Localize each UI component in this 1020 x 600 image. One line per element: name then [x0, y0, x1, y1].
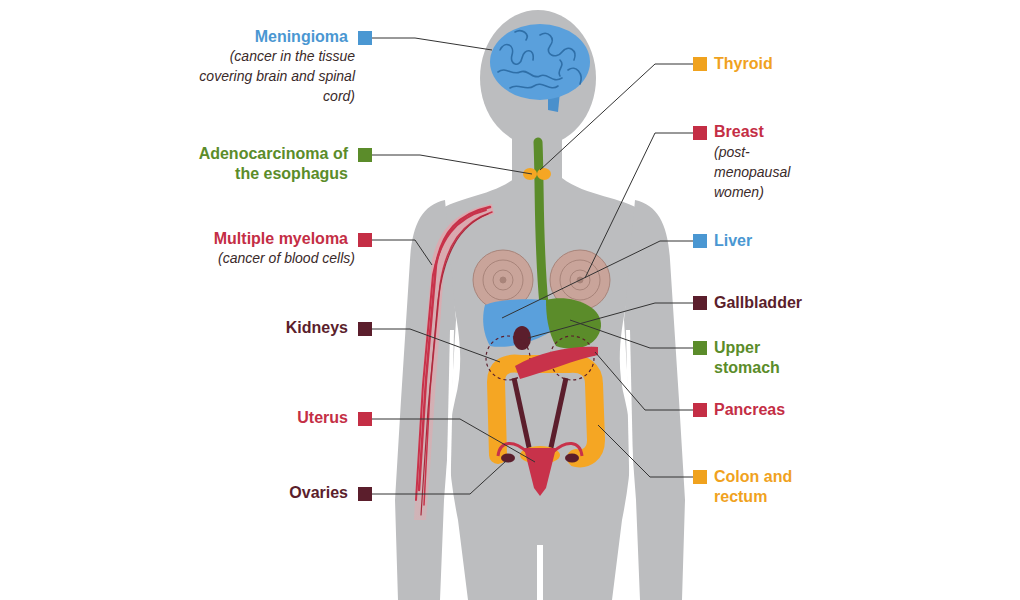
- site-note: (cancer of blood cells): [218, 248, 355, 268]
- stomach: [546, 298, 601, 348]
- color-marker: [693, 403, 707, 417]
- color-marker: [693, 234, 707, 248]
- color-marker: [693, 470, 707, 484]
- ureter: [514, 378, 530, 452]
- color-marker: [693, 296, 707, 310]
- pancreas: [515, 347, 598, 379]
- color-marker: [358, 31, 372, 45]
- cancer-site-label: Gallbladder: [714, 293, 802, 313]
- cancer-site-label: Colon and rectum: [714, 467, 814, 507]
- color-marker: [693, 57, 707, 71]
- cancer-site-label: Thyroid: [714, 54, 773, 74]
- ureter: [550, 378, 566, 452]
- ovary: [501, 454, 515, 463]
- body-silhouette: [395, 10, 685, 600]
- cancer-site-label: Liver: [714, 231, 752, 251]
- cancer-site-label: Kidneys: [286, 318, 348, 338]
- cancer-site-label: Meningioma: [255, 27, 348, 47]
- color-marker: [358, 322, 372, 336]
- color-marker: [358, 148, 372, 162]
- uterus: [524, 448, 556, 496]
- color-marker: [358, 233, 372, 247]
- cancer-site-label: Breast: [714, 122, 764, 142]
- cancer-site-label: Pancreas: [714, 400, 785, 420]
- color-marker: [358, 412, 372, 426]
- cancer-site-label: Multiple myeloma: [214, 229, 348, 249]
- leader-lines: [372, 38, 693, 494]
- brain: [490, 24, 590, 112]
- color-marker: [693, 126, 707, 140]
- thyroid: [523, 168, 551, 180]
- color-marker: [358, 487, 372, 501]
- cancer-site-label: Adenocarcinoma of the esophagus: [198, 144, 348, 184]
- site-note: (post-menopausal women): [714, 142, 809, 202]
- cancer-site-label: Uterus: [297, 408, 348, 428]
- ovary: [565, 454, 579, 463]
- cancer-site-label: Upper stomach: [714, 338, 794, 378]
- esophagus: [538, 142, 544, 305]
- fallopian-tube: [553, 443, 582, 456]
- arm-blood-vessels: [414, 204, 494, 520]
- color-marker: [693, 341, 707, 355]
- site-note: (cancer in the tissue covering brain and…: [190, 46, 355, 106]
- cancer-site-label: Ovaries: [289, 483, 348, 503]
- fallopian-tube: [498, 443, 527, 456]
